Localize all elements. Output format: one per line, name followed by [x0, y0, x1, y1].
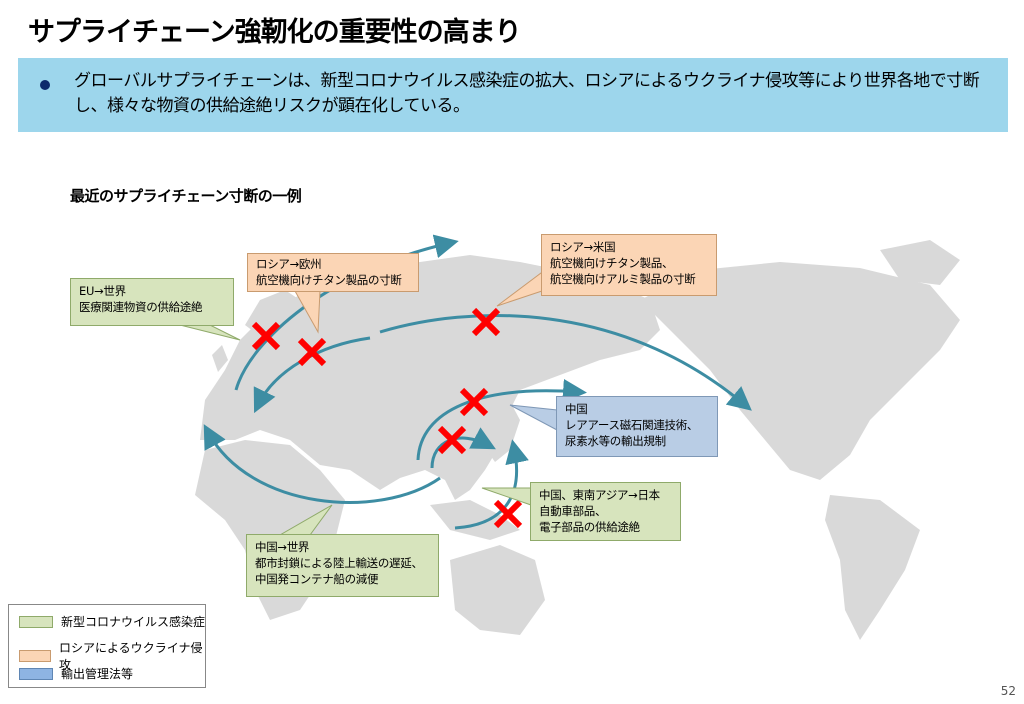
cross-icon: [459, 387, 489, 417]
cross-icon: [251, 321, 281, 351]
callout-line: EU→世界: [79, 284, 126, 298]
callout-line: 航空機向けチタン製品、: [550, 256, 674, 270]
disruption-marks: [251, 307, 523, 529]
callout-line: 航空機向けアルミ製品の寸断: [550, 272, 696, 286]
bullet-icon: [40, 80, 50, 90]
cross-icon: [297, 337, 327, 367]
callout-line: 中国: [565, 402, 588, 416]
legend-label: 新型コロナウイルス感染症: [61, 615, 206, 629]
callout-china-export: 中国 レアアース磁石関連技術、 尿素水等の輸出規制: [556, 396, 718, 457]
callout-china-world: 中国→世界 都市封鎖による陸上輸送の遅延、 中国発コンテナ船の減便: [246, 534, 439, 597]
callout-russia-europe: ロシア→欧州 航空機向けチタン製品の寸断: [247, 253, 419, 292]
sea-islands: [430, 500, 520, 540]
callout-line: 医療関連物資の供給途絶: [79, 300, 203, 314]
summary-text: グローバルサプライチェーンは、新型コロナウイルス感染症の拡大、ロシアによるウクラ…: [74, 71, 980, 116]
callout-russia-us: ロシア→米国 航空機向けチタン製品、 航空機向けアルミ製品の寸断: [541, 234, 717, 296]
cross-icon: [493, 499, 523, 529]
callout-line: レアアース磁石関連技術、: [565, 418, 699, 432]
legend-label: ロシアによるウクライナ侵攻: [59, 641, 203, 672]
arrow-russia-us: [379, 314, 752, 411]
callout-line: 航空機向けチタン製品の寸断: [256, 273, 402, 287]
south-america: [825, 495, 920, 640]
callout-line: 尿素水等の輸出規制: [565, 434, 666, 448]
legend-item-covid: 新型コロナウイルス感染症: [19, 613, 205, 630]
callout-line: 自動車部品、: [539, 504, 607, 518]
page-number: 52: [1000, 684, 1016, 698]
slide-title: サプライチェーン強靭化の重要性の高まり: [28, 17, 522, 48]
callout-asia-japan: 中国、東南アジア→日本 自動車部品、 電子部品の供給途絶: [530, 482, 681, 541]
japan: [488, 405, 520, 462]
arrow-china-north: [416, 378, 587, 461]
callout-line: ロシア→米国: [550, 240, 616, 254]
north-america: [640, 262, 960, 480]
legend-swatch: [19, 615, 53, 628]
callout-line: ロシア→欧州: [256, 257, 322, 271]
legend: 新型コロナウイルス感染症 ロシアによるウクライナ侵攻 輸出管理法等: [8, 604, 206, 688]
legend-item-export: 輸出管理法等: [19, 665, 133, 682]
callout-line: 電子部品の供給途絶: [539, 520, 640, 534]
callout-line: 中国、東南アジア→日本: [539, 488, 660, 502]
callout-line: 中国→世界: [255, 540, 310, 554]
callout-eu-world: EU→世界 医療関連物資の供給途絶: [70, 278, 234, 326]
legend-swatch: [19, 667, 53, 680]
uk: [212, 345, 228, 372]
section-subtitle: 最近のサプライチェーン寸断の一例: [70, 187, 302, 205]
legend-item-ukraine: ロシアによるウクライナ侵攻: [19, 639, 205, 673]
cross-icon: [471, 307, 501, 337]
callout-line: 都市封鎖による陸上輸送の遅延、: [255, 556, 423, 570]
australia: [450, 545, 545, 635]
cross-icon: [437, 425, 467, 455]
summary-banner: グローバルサプライチェーンは、新型コロナウイルス感染症の拡大、ロシアによるウクラ…: [18, 58, 1008, 132]
arrow-sea-japan: [454, 439, 529, 530]
callout-line: 中国発コンテナ船の減便: [255, 572, 379, 586]
legend-label: 輸出管理法等: [61, 667, 134, 681]
legend-swatch: [19, 650, 52, 662]
arrow-china-world: [203, 424, 441, 504]
greenland: [880, 240, 960, 285]
